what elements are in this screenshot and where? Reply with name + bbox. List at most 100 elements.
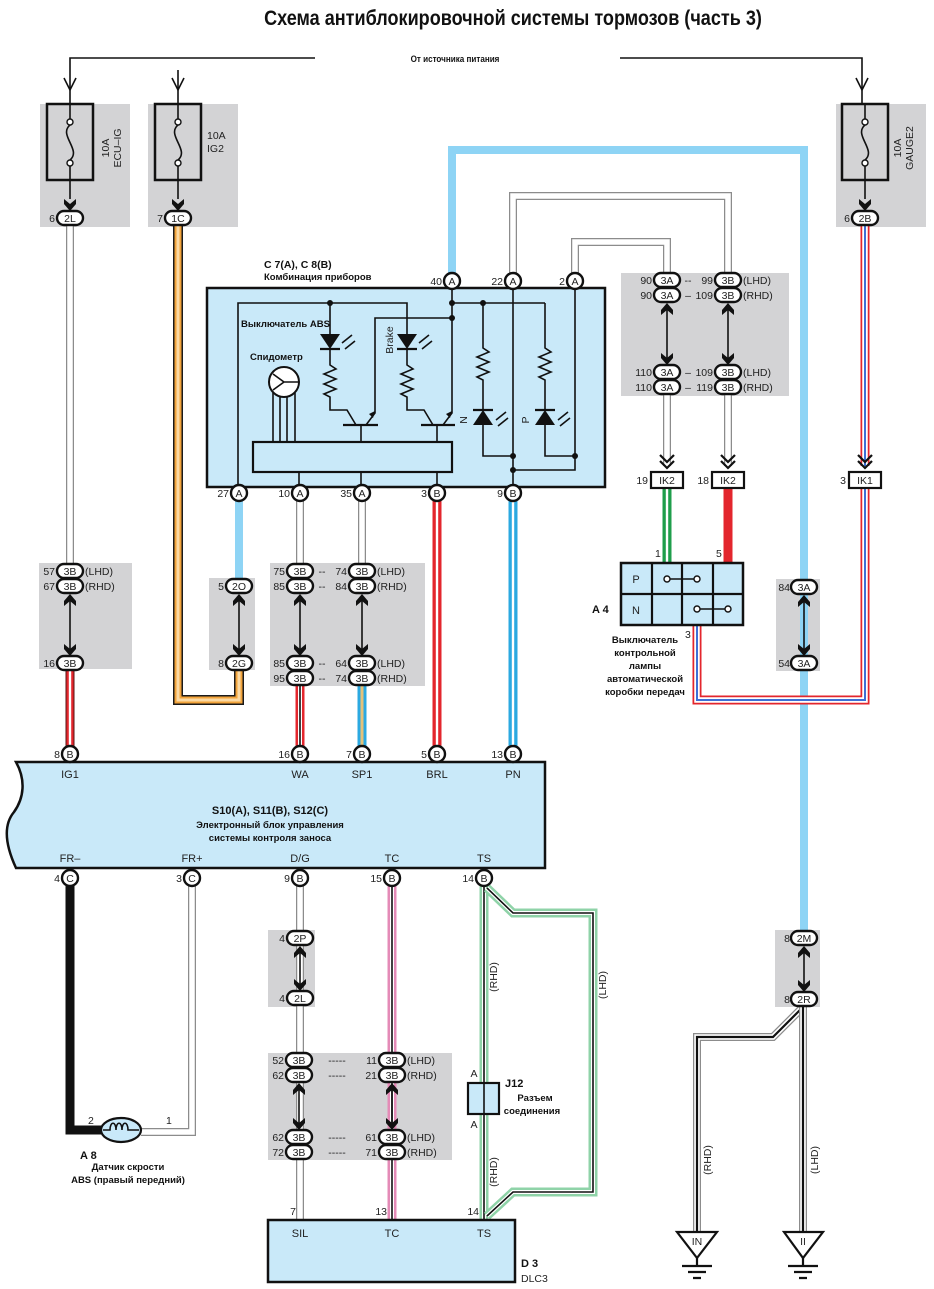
- pin-label: A: [470, 1119, 477, 1131]
- connector-label: 3B: [356, 673, 369, 685]
- pin-number: 71: [365, 1147, 377, 1159]
- separator: –: [685, 290, 691, 302]
- component-name-line: ABS (правый передний): [71, 1175, 185, 1186]
- pin-label: A: [470, 1068, 477, 1080]
- pin-number: 15: [370, 873, 382, 885]
- inline-connector-ik2-19: 19 IK2: [636, 454, 685, 490]
- switch-contact-icon: [693, 605, 732, 613]
- pin-number: 84: [335, 581, 347, 593]
- separator: --: [319, 566, 326, 578]
- separator: -----: [328, 1147, 346, 1159]
- pin-number: 27: [217, 488, 229, 500]
- pin-number: 4: [54, 873, 60, 885]
- pin-signal: TC: [385, 1228, 400, 1240]
- connector-label: 3B: [294, 581, 307, 593]
- connector-label: IK2: [720, 475, 736, 487]
- route-label-lhd: (LHD): [809, 1146, 821, 1174]
- junction-dg: 4 2P 4 2L: [279, 929, 315, 1007]
- diagram-title: Схема антиблокировочной системы тормозов…: [264, 7, 762, 31]
- connector-label: 3B: [386, 1070, 399, 1082]
- skid-control-ecu: S10(A), S11(B), S12(C) Электронный блок …: [5, 744, 547, 888]
- component-name-line: Датчик скрости: [92, 1162, 165, 1173]
- pin-connector: B: [509, 749, 516, 761]
- pin-number: 22: [491, 276, 503, 288]
- connector-label: 3B: [386, 1132, 399, 1144]
- junction-ig1: 57 3B (LHD) 67 3B (RHD) 16 3B: [43, 562, 115, 672]
- fuse-rating: 10A: [892, 139, 904, 158]
- pin-signal: FR+: [181, 853, 202, 865]
- pin-number: 1: [166, 1115, 172, 1127]
- component-name-line: лампы: [629, 661, 661, 672]
- pin-number: 11: [366, 1055, 377, 1067]
- meter-pin-3b: 3 B: [421, 483, 447, 503]
- pin-connector: B: [509, 488, 516, 500]
- resistor-icon: [536, 303, 554, 410]
- ecu-pin-fr-plus: FR+ 3 C: [176, 853, 203, 888]
- power-source-label: От источника питания: [411, 54, 500, 65]
- pin-signal: D/G: [290, 853, 310, 865]
- junction-row: 110 3A – 109 3B (LHD): [635, 363, 771, 381]
- connector-label: 2P: [294, 933, 307, 945]
- pin-number: 75: [273, 566, 285, 578]
- pin-number: 4: [279, 993, 285, 1005]
- pin-signal: SP1: [352, 769, 373, 781]
- separator: --: [319, 658, 326, 670]
- connector-label: 3B: [294, 673, 307, 685]
- pin-number: 90: [640, 275, 652, 287]
- junction-row: 62 3B ----- 61 3B (LHD): [272, 1128, 435, 1146]
- pin-number: 95: [273, 673, 285, 685]
- pin-number: 16: [278, 749, 290, 761]
- pin-number: 62: [272, 1070, 284, 1082]
- connector-label: 3B: [722, 290, 735, 302]
- pin-connector: A: [235, 488, 242, 500]
- fuse-icon: [173, 124, 183, 161]
- connector-label: 3B: [64, 581, 77, 593]
- pin-number: 99: [701, 275, 713, 287]
- fuse-box-ecu-ig: [40, 104, 130, 227]
- junction-box-ig1: [39, 563, 132, 669]
- ground-point-ii: (LHD) II: [781, 1146, 826, 1280]
- fuse-box-ig2: [148, 104, 238, 227]
- junction-connector-j12: A A J12 Разъем соединения: [466, 1068, 560, 1131]
- connector-label: 3B: [64, 566, 77, 578]
- route-label-rhd: (RHD): [488, 1157, 500, 1187]
- connector-label: 2M: [797, 933, 812, 945]
- component-name-line: Выключатель: [612, 635, 678, 646]
- pin-connector: A: [448, 276, 455, 288]
- junction-row: 62 3B ----- 21 3B (RHD): [272, 1066, 437, 1084]
- connector-label: 3B: [386, 1147, 399, 1159]
- fuse-icon: [860, 124, 870, 161]
- component-name-line: контрольной: [614, 648, 676, 659]
- pin-signal: TC: [385, 853, 400, 865]
- component-name: Комбинация приборов: [264, 272, 372, 283]
- pin-number: 74: [335, 673, 347, 685]
- led-brake-icon: [397, 334, 417, 349]
- connector-label: 3A: [661, 290, 674, 302]
- pin-connector: B: [480, 873, 487, 885]
- route-label-lhd: (LHD): [597, 971, 609, 999]
- meter-logic-block: [251, 440, 454, 474]
- n-label: N: [458, 416, 470, 424]
- junction-row: 85 3B -- 64 3B (LHD): [273, 654, 405, 672]
- meter-pin-10a: 10 A: [278, 483, 310, 503]
- led-abs-icon: [320, 334, 340, 349]
- fuse-gauge2: 10A GAUGE2 6 2B: [840, 102, 916, 227]
- fuse-name: IG2: [207, 143, 224, 155]
- separator: --: [319, 673, 326, 685]
- pin-number: 54: [778, 658, 790, 670]
- junction-row: 72 3B ----- 71 3B (RHD): [272, 1143, 437, 1161]
- pin-number: 9: [284, 873, 290, 885]
- pin-number: 13: [491, 749, 503, 761]
- component-name-line: соединения: [504, 1106, 560, 1117]
- pin-number: 109: [695, 290, 713, 302]
- wire-ts-lhd-green-black: [487, 888, 593, 1216]
- junction-dlc: 52 3B ----- 11 3B (LHD) 62 3B ----- 21 3…: [272, 1051, 437, 1161]
- junction-indicator: 90 3A -- 99 3B (LHD) 90 3A – 109 3B (RHD…: [635, 271, 773, 396]
- component-code: S10(A), S11(B), S12(C): [212, 805, 328, 817]
- variant-label: (RHD): [377, 673, 407, 685]
- pin-number: 67: [43, 581, 55, 593]
- meter-pin-40a: 40 A: [430, 271, 462, 291]
- component-name-line: системы контроля заноса: [209, 833, 332, 844]
- fuse-rating: 10A: [207, 130, 226, 142]
- resistor-icon: [398, 349, 434, 426]
